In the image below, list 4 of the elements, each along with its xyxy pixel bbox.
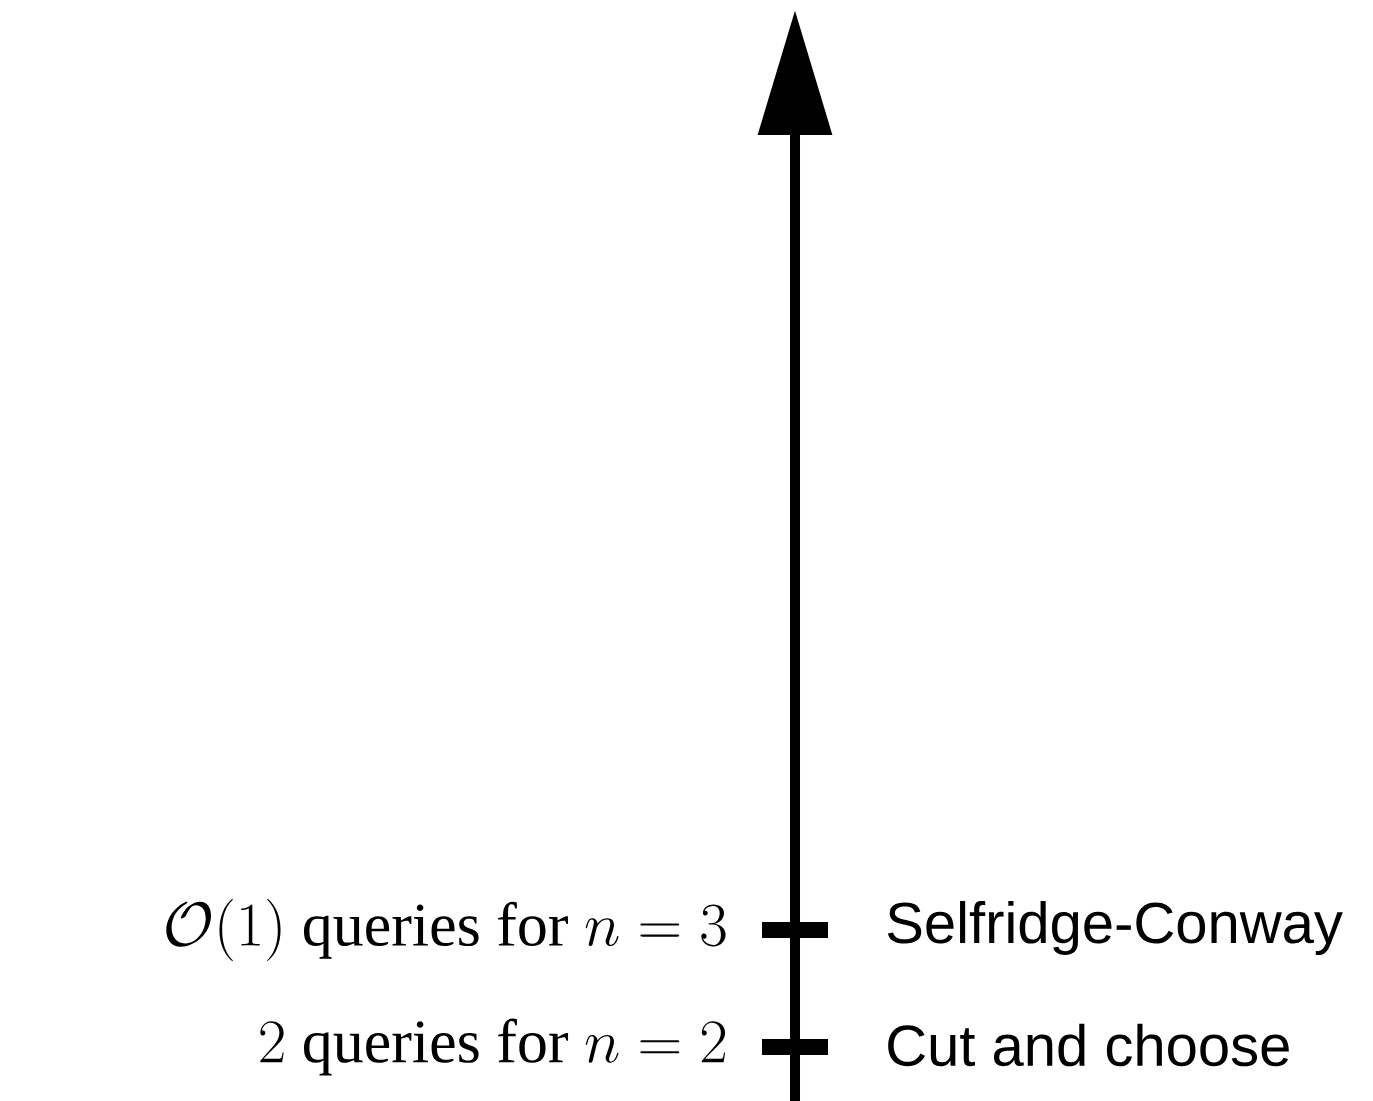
formula-label: $\mathcal{O}(1)\ \text{queries for}\ n = 3$ <box>166 899 726 961</box>
method-label: Cut and choose <box>888 1023 1289 1067</box>
method-label: Selfridge-Conway <box>887 900 1343 955</box>
formula-label: $2\ \text{queries for}\ n = 2$ <box>260 1018 726 1076</box>
